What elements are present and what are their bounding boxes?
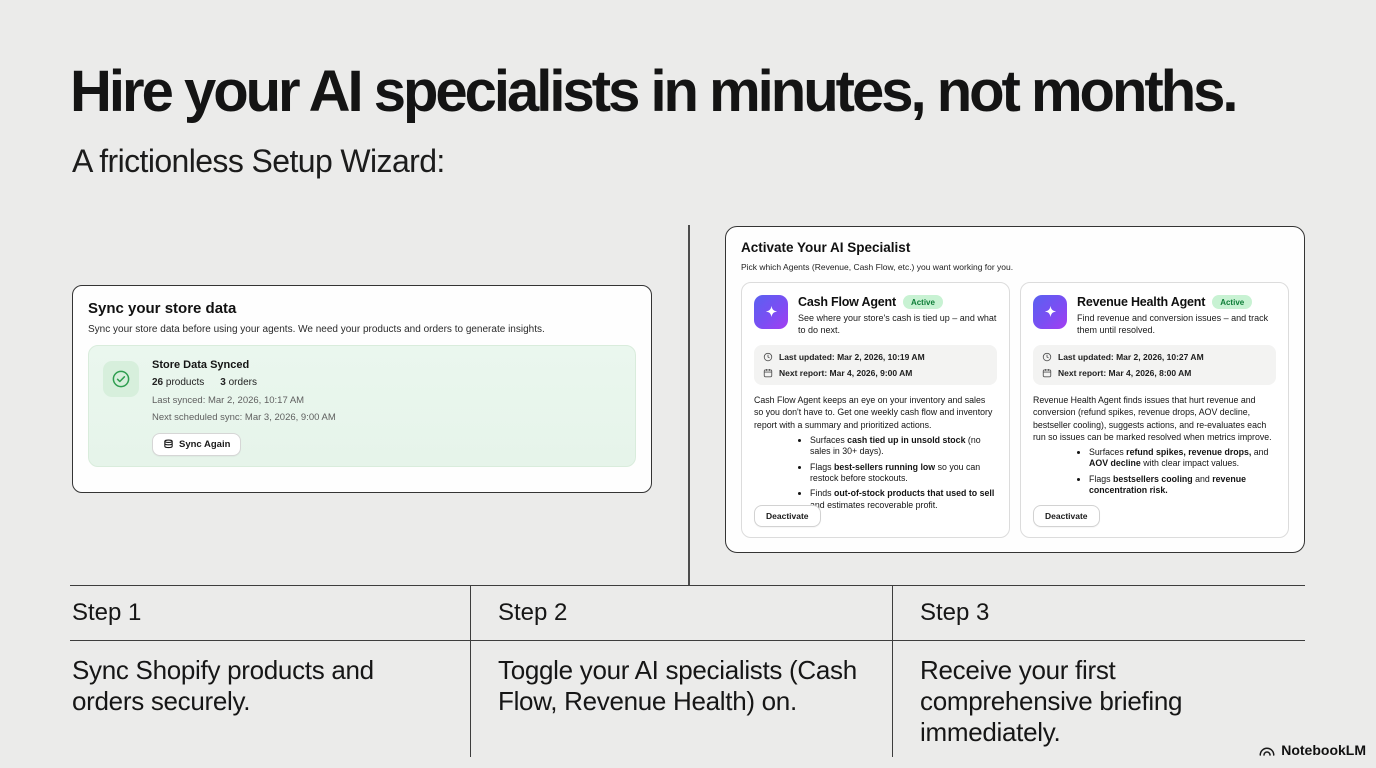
agent-card-revenue-health: Revenue Health Agent Active Find revenue… [1020,282,1289,538]
agent-tagline: See where your store's cash is tied up –… [798,313,997,336]
agent-tagline: Find revenue and conversion issues – and… [1077,313,1269,336]
sync-store-card: Sync your store data Sync your store dat… [72,285,652,493]
activate-specialist-panel: Activate Your AI Specialist Pick which A… [725,226,1305,553]
clock-icon [763,352,773,362]
next-report-text: Next report: Mar 4, 2026, 9:00 AM [779,368,913,379]
check-circle-icon [103,361,139,397]
last-synced-text: Last synced: Mar 2, 2026, 10:17 AM [152,395,305,406]
sync-counts: 26 products 3 orders [152,377,336,388]
step-3-description: Receive your first comprehensive briefin… [892,641,1305,757]
steps-table: Step 1 Step 2 Step 3 Sync Shopify produc… [70,585,1305,757]
step-1-label: Step 1 [70,586,470,641]
sparkle-icon [754,295,788,329]
step-3-label: Step 3 [892,586,1305,641]
products-count: 26 products [152,377,205,388]
next-report-text: Next report: Mar 4, 2026, 8:00 AM [1058,368,1192,379]
calendar-icon [1042,368,1052,378]
brand-name: NotebookLM [1281,742,1366,758]
agent-card-cash-flow: Cash Flow Agent Active See where your st… [741,282,1010,538]
step-2-description: Toggle your AI specialists (Cash Flow, R… [470,641,892,757]
step-1-description: Sync Shopify products and orders securel… [72,655,374,717]
sync-card-title: Sync your store data [88,300,237,317]
deactivate-button[interactable]: Deactivate [1033,505,1100,527]
sync-status-box: Store Data Synced 26 products 3 orders L… [88,345,636,467]
page-headline: Hire your AI specialists in minutes, not… [70,59,1239,124]
database-icon [163,439,174,450]
clock-icon [1042,352,1052,362]
bullet-list: Surfaces refund spikes, revenue drops, a… [1033,447,1276,497]
notebooklm-logo-icon [1258,744,1276,757]
last-updated-text: Last updated: Mar 2, 2026, 10:27 AM [1058,352,1204,363]
agent-name: Cash Flow Agent [798,295,896,309]
calendar-icon [763,368,773,378]
agent-description: Cash Flow Agent keeps an eye on your inv… [754,395,993,430]
page-subheadline: A frictionless Setup Wizard: [72,143,445,179]
orders-count: 3 orders [220,377,257,388]
status-badge: Active [902,295,943,309]
agent-info-box: Last updated: Mar 2, 2026, 10:27 AM Next… [1033,345,1276,386]
deactivate-button[interactable]: Deactivate [754,505,821,527]
activate-panel-subtitle: Pick which Agents (Revenue, Cash Flow, e… [741,262,1014,272]
sync-card-description: Sync your store data before using your a… [88,324,545,335]
agent-name: Revenue Health Agent [1077,295,1206,309]
section-divider [688,225,690,585]
next-sync-text: Next scheduled sync: Mar 3, 2026, 9:00 A… [152,412,336,423]
sparkle-icon [1033,295,1067,329]
sync-status-title: Store Data Synced [152,359,250,371]
bullet-list: Surfaces cash tied up in unsold stock (n… [754,435,997,512]
activate-panel-title: Activate Your AI Specialist [741,240,911,255]
agent-description: Revenue Health Agent finds issues that h… [1033,395,1272,442]
step-2-label: Step 2 [470,586,892,641]
status-badge: Active [1212,295,1253,309]
sync-again-button[interactable]: Sync Again [152,433,242,456]
last-updated-text: Last updated: Mar 2, 2026, 10:19 AM [779,352,925,363]
agent-info-box: Last updated: Mar 2, 2026, 10:19 AM Next… [754,345,997,386]
brand-footer: NotebookLM [1258,742,1366,758]
